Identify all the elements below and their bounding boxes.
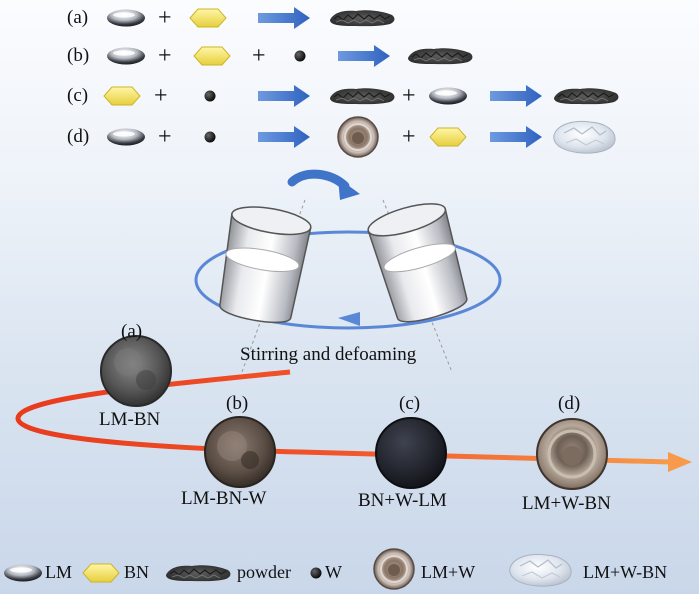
legend-w-label: W (325, 562, 342, 582)
sample-c-name: BN+W-LM (358, 490, 447, 511)
bn-icon (189, 8, 227, 28)
rotation-ring (194, 230, 502, 330)
plus-sign: + (158, 5, 172, 31)
ring-arrow-head (338, 312, 360, 326)
legend-lm-w-bn-label: LM+W-BN (583, 562, 668, 582)
rotation-arrow-icon (287, 169, 350, 191)
row-label-a: (a) (67, 7, 89, 28)
lm-icon (107, 47, 145, 65)
plus-sign: + (402, 124, 416, 150)
rotation-arrow-head (338, 178, 360, 200)
legend-lm-icon (4, 564, 42, 582)
arrow-icon (258, 126, 310, 148)
w-icon (204, 90, 216, 102)
sample-disc-a (100, 335, 172, 407)
sample-disc-c (375, 417, 447, 489)
sample-a-letter: (a) (121, 321, 143, 342)
arrow-icon (258, 85, 310, 107)
powder-icon (329, 9, 396, 27)
plus-sign: + (154, 83, 168, 109)
row-label-c: (c) (67, 85, 89, 106)
process-label: Stirring and defoaming (240, 344, 417, 365)
sample-disc-b (204, 416, 276, 488)
w-icon (294, 50, 306, 62)
mixing-cup-right (367, 203, 468, 323)
plus-sign: + (158, 124, 172, 150)
mixer-illustration (194, 169, 502, 373)
row-label-d: (d) (67, 126, 90, 147)
lm-icon (107, 9, 145, 27)
row-a (107, 7, 396, 29)
plus-sign: + (158, 43, 172, 69)
lm-w-bn-icon (553, 120, 616, 154)
arrow-icon (338, 45, 390, 67)
row-c (103, 85, 620, 107)
plus-sign: + (252, 43, 266, 69)
legend-lm-w-icon (373, 548, 415, 590)
plus-sign: + (402, 83, 416, 109)
row-label-b: (b) (67, 45, 90, 66)
row-d (107, 116, 616, 158)
arrow-icon (490, 126, 542, 148)
bn-icon (103, 86, 141, 106)
legend-lm-w-bn-icon (509, 553, 572, 587)
sample-a-name: LM-BN (99, 409, 161, 430)
legend-w-icon (310, 567, 322, 579)
bn-icon (429, 127, 467, 147)
legend-powder-icon (165, 564, 232, 582)
process-curve-arrow-head (668, 452, 692, 472)
legend-bn-label: BN (124, 562, 150, 582)
arrow-icon (258, 7, 310, 29)
lm-icon (429, 87, 467, 105)
legend-bn-icon (82, 563, 120, 583)
sample-d-letter: (d) (558, 393, 581, 414)
powder-icon (329, 87, 396, 105)
lm-icon (107, 128, 145, 146)
legend-powder-label: powder (237, 562, 291, 582)
sample-c-letter: (c) (399, 393, 421, 414)
powder-icon (407, 47, 474, 65)
w-icon (204, 131, 216, 143)
process-curve (15, 369, 671, 465)
sample-b-letter: (b) (226, 393, 249, 414)
lm-w-icon (337, 116, 379, 158)
legend-lm-w-label: LM+W (421, 562, 476, 582)
mixing-cup-left (219, 206, 312, 324)
sample-disc-d (536, 418, 608, 490)
legend-lm-label: LM (45, 562, 72, 582)
sample-b-name: LM-BN-W (181, 488, 267, 509)
arrow-icon (490, 85, 542, 107)
bn-icon (193, 46, 231, 66)
sample-d-name: LM+W-BN (522, 493, 611, 514)
powder-icon (553, 87, 620, 105)
